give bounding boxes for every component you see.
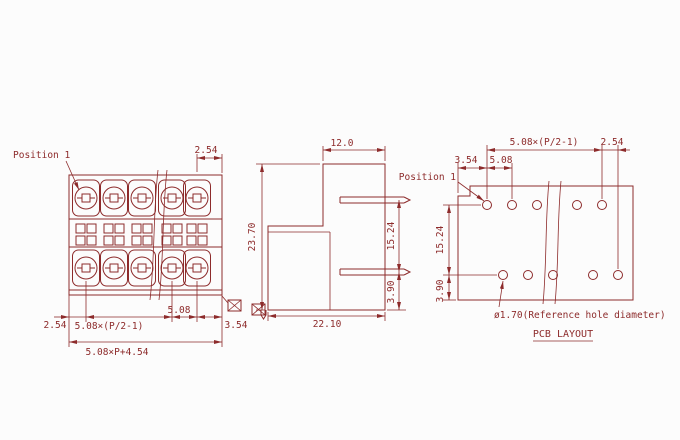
pcb-break-lines — [542, 180, 562, 305]
front-wire-slots — [75, 223, 208, 246]
pcb-dimensions — [443, 145, 630, 342]
side-mounting-peg — [260, 310, 267, 320]
pcb-dim-edge-offset: 3.54 — [455, 155, 478, 166]
front-view: Position 1 2.54 2.54 5.08×(P/2-1) 5.08 3… — [13, 145, 266, 358]
pcb-outline — [457, 185, 634, 301]
pcb-hole-note: ø1.70(Reference hole diameter) — [494, 310, 666, 321]
side-view: 12.0 23.70 15.24 3.90 22.10 — [247, 138, 412, 330]
front-body-outline — [68, 174, 223, 296]
pcb-dim-pitch-formula: 5.08×(P/2-1) — [510, 137, 579, 148]
front-dim-top-right: 2.54 — [195, 145, 218, 156]
pcb-dim-half-pitch: 2.54 — [601, 137, 624, 148]
front-position-label: Position 1 — [13, 150, 70, 161]
front-terminals-bottom — [72, 249, 211, 287]
side-dimensions — [256, 146, 406, 321]
front-dim-bottom-left: 2.54 — [44, 320, 67, 331]
pcb-dim-pitch: 5.08 — [490, 155, 513, 166]
front-break-lines — [149, 169, 168, 301]
pcb-dim-row-spacing: 15.24 — [435, 225, 446, 254]
front-dim-pitch: 5.08 — [168, 305, 191, 316]
side-dim-top-width: 12.0 — [331, 138, 354, 149]
front-position-callout — [65, 160, 80, 191]
pcb-dim-bottom-offset: 3.90 — [435, 279, 446, 302]
front-dim-bottom-right: 3.54 — [225, 320, 248, 331]
side-internal-lines — [268, 231, 331, 310]
side-dim-pin-row-spacing: 15.24 — [386, 221, 397, 250]
front-dim-overall-width: 5.08×P+4.54 — [86, 347, 149, 358]
side-pins — [339, 196, 412, 276]
pcb-holes — [482, 200, 623, 280]
front-detail-marks — [221, 295, 266, 316]
front-dim-pitch-formula: 5.08×(P/2-1) — [75, 321, 144, 332]
pcb-view: Position 1 5.08×(P/2-1) 2.54 3.54 5.08 1… — [399, 137, 666, 342]
side-outline — [267, 163, 386, 311]
front-dimensions — [54, 154, 223, 347]
side-dim-overall-height: 23.70 — [247, 222, 258, 251]
side-dim-overall-depth: 22.10 — [313, 319, 342, 330]
side-dim-pin-to-bottom: 3.90 — [386, 280, 397, 303]
pcb-position-label: Position 1 — [399, 172, 456, 183]
front-terminals-top — [72, 179, 211, 217]
pcb-caption: PCB LAYOUT — [533, 329, 593, 340]
